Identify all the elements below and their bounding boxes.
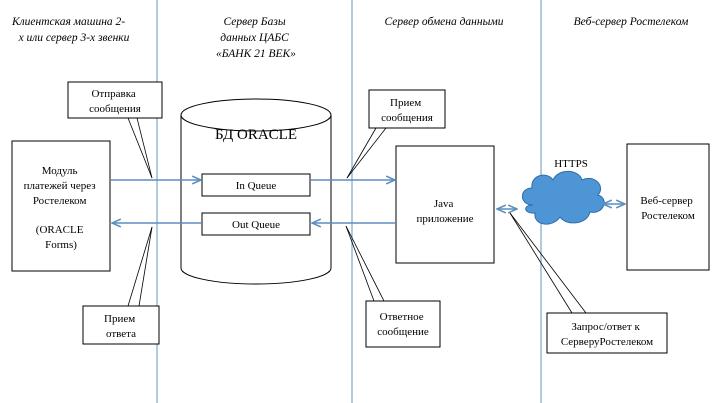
callout-receive-answer: Прием ответа (82, 226, 160, 345)
database-cylinder: БД ORACLE (180, 98, 332, 285)
cloud-icon (521, 170, 605, 225)
svg-text:Ответное сообщение: Ответное сообщение (377, 311, 429, 338)
column-title-client: Клиентская машина 2- х или сервер 3-х зв… (11, 16, 130, 44)
svg-text:In Queue: In Queue (236, 180, 277, 192)
column-title-exchange-server: Сервер обмена данными (385, 16, 504, 28)
svg-text:Запрос/ответ к СерверуРо: Запрос/ответ к СерверуРостелеком (561, 321, 653, 348)
svg-text:Веб-сервер Ростелеком: Веб-сервер Ростелеком (640, 195, 695, 222)
module-box: Модуль платежей через Ростелеком (ORACLE… (11, 140, 111, 272)
svg-text:Прием сообщения: Прием сообщения (381, 97, 433, 124)
java-box: Java приложение (395, 145, 495, 264)
callout-request-response: Запрос/ответ к СерверуРостелеком (509, 212, 668, 354)
callout-receive-message: Прием сообщения (346, 89, 446, 179)
svg-text:Отправка сообщения: Отправка сообщения (89, 88, 141, 115)
out-queue-box: Out Queue (201, 212, 311, 236)
svg-text:Прием ответа: Прием ответа (104, 313, 138, 340)
callout-reply-message: Ответное сообщение (345, 225, 441, 348)
svg-text:Модуль платежей через: Модуль платежей через Ростелеком (ORACLE… (24, 165, 99, 251)
svg-text:Out Queue: Out Queue (232, 219, 280, 231)
in-queue-box: In Queue (201, 173, 311, 197)
svg-text:Java приложение: Java приложение (417, 198, 474, 225)
database-title: БД ORACLE (215, 127, 297, 143)
web-server-box: Веб-сервер Ростелеком (626, 143, 710, 271)
callout-send-message: Отправка сообщения (67, 81, 163, 179)
https-label: HTTPS (554, 158, 588, 170)
column-title-db-server: Сервер Базы данных ЦАБС «БАНК 21 ВЕК» (216, 16, 296, 60)
column-title-web-server: Веб-сервер Ростелеком (574, 16, 689, 28)
